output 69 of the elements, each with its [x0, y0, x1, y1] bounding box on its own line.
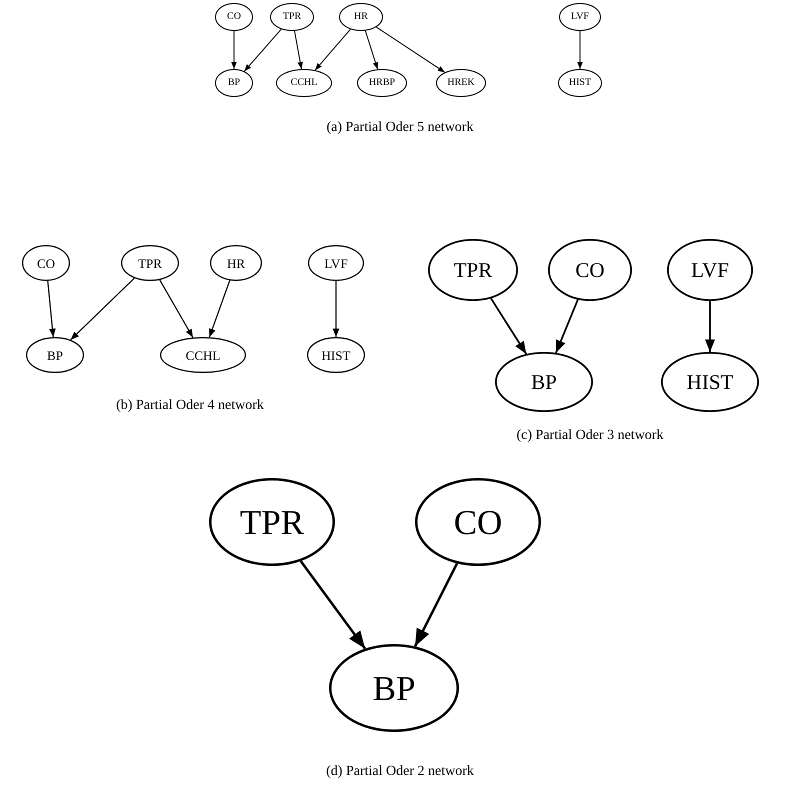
subfigure-caption: (d) Partial Oder 2 network [326, 765, 474, 779]
node-label: HIST [568, 78, 592, 88]
arrow [208, 280, 230, 338]
ellipse-node [307, 337, 365, 373]
ellipse-node [121, 245, 179, 281]
ellipse-node [428, 239, 518, 301]
node-label: LVF [691, 260, 729, 280]
ellipse-node [667, 239, 753, 301]
subfigure-caption: (a) Partial Oder 5 network [326, 121, 474, 135]
node-label: BP [531, 372, 557, 392]
node-label: BP [372, 670, 416, 706]
arrow [70, 278, 135, 340]
node-label: LVF [571, 12, 589, 22]
arrow [704, 301, 716, 352]
ellipse-node [209, 478, 335, 566]
ellipse-node [548, 239, 632, 301]
ellipse-node [495, 352, 593, 412]
ellipse-node [329, 644, 459, 732]
ellipse-node [661, 352, 759, 412]
ellipse-node [210, 245, 262, 281]
ellipse-node [308, 245, 364, 281]
arrow [490, 298, 528, 355]
ellipse-node [339, 3, 383, 31]
node-label: HR [354, 12, 368, 22]
arrow [244, 28, 282, 72]
ellipse-node [357, 69, 407, 97]
arrow [231, 30, 237, 70]
subfigure-caption: (b) Partial Oder 4 network [116, 399, 264, 413]
node-label: TPR [138, 256, 162, 270]
arrow [555, 299, 579, 354]
ellipse-node [22, 245, 70, 281]
node-label: HIST [322, 348, 350, 362]
node-label: BP [228, 78, 240, 88]
ellipse-node [436, 69, 486, 97]
node-label: TPR [454, 260, 492, 280]
ellipse-node [415, 478, 541, 566]
node-label: CO [227, 12, 241, 22]
node-label: CO [575, 260, 605, 280]
arrow [364, 30, 378, 70]
arrow [577, 30, 583, 70]
node-label: HR [226, 256, 246, 270]
node-label: CO [454, 504, 502, 540]
ellipse-node [160, 337, 246, 373]
ellipse-node [26, 337, 84, 373]
node-label: CO [36, 256, 56, 270]
node-label: LVF [324, 256, 348, 270]
arrow [376, 26, 446, 73]
node-label: HIST [686, 372, 734, 392]
ellipse-node [559, 3, 601, 31]
ellipse-node [215, 69, 253, 97]
node-label: CCHL [186, 348, 220, 362]
ellipse-node [558, 69, 602, 97]
ellipse-node [215, 3, 253, 31]
arrow [314, 28, 351, 71]
node-label: BP [47, 348, 63, 362]
ellipse-node [276, 69, 332, 97]
subfigure-caption: (c) Partial Oder 3 network [516, 429, 664, 443]
arrow [332, 281, 340, 337]
arrow [159, 280, 194, 338]
node-label: HREK [447, 78, 475, 88]
node-label: TPR [282, 12, 302, 22]
arrow [414, 562, 458, 647]
arrow [294, 30, 303, 70]
node-label: TPR [240, 504, 304, 540]
node-label: HRBP [368, 78, 396, 88]
ellipse-node [270, 3, 314, 31]
arrow [300, 560, 366, 650]
arrow [47, 280, 56, 338]
node-label: CCHL [290, 78, 318, 88]
